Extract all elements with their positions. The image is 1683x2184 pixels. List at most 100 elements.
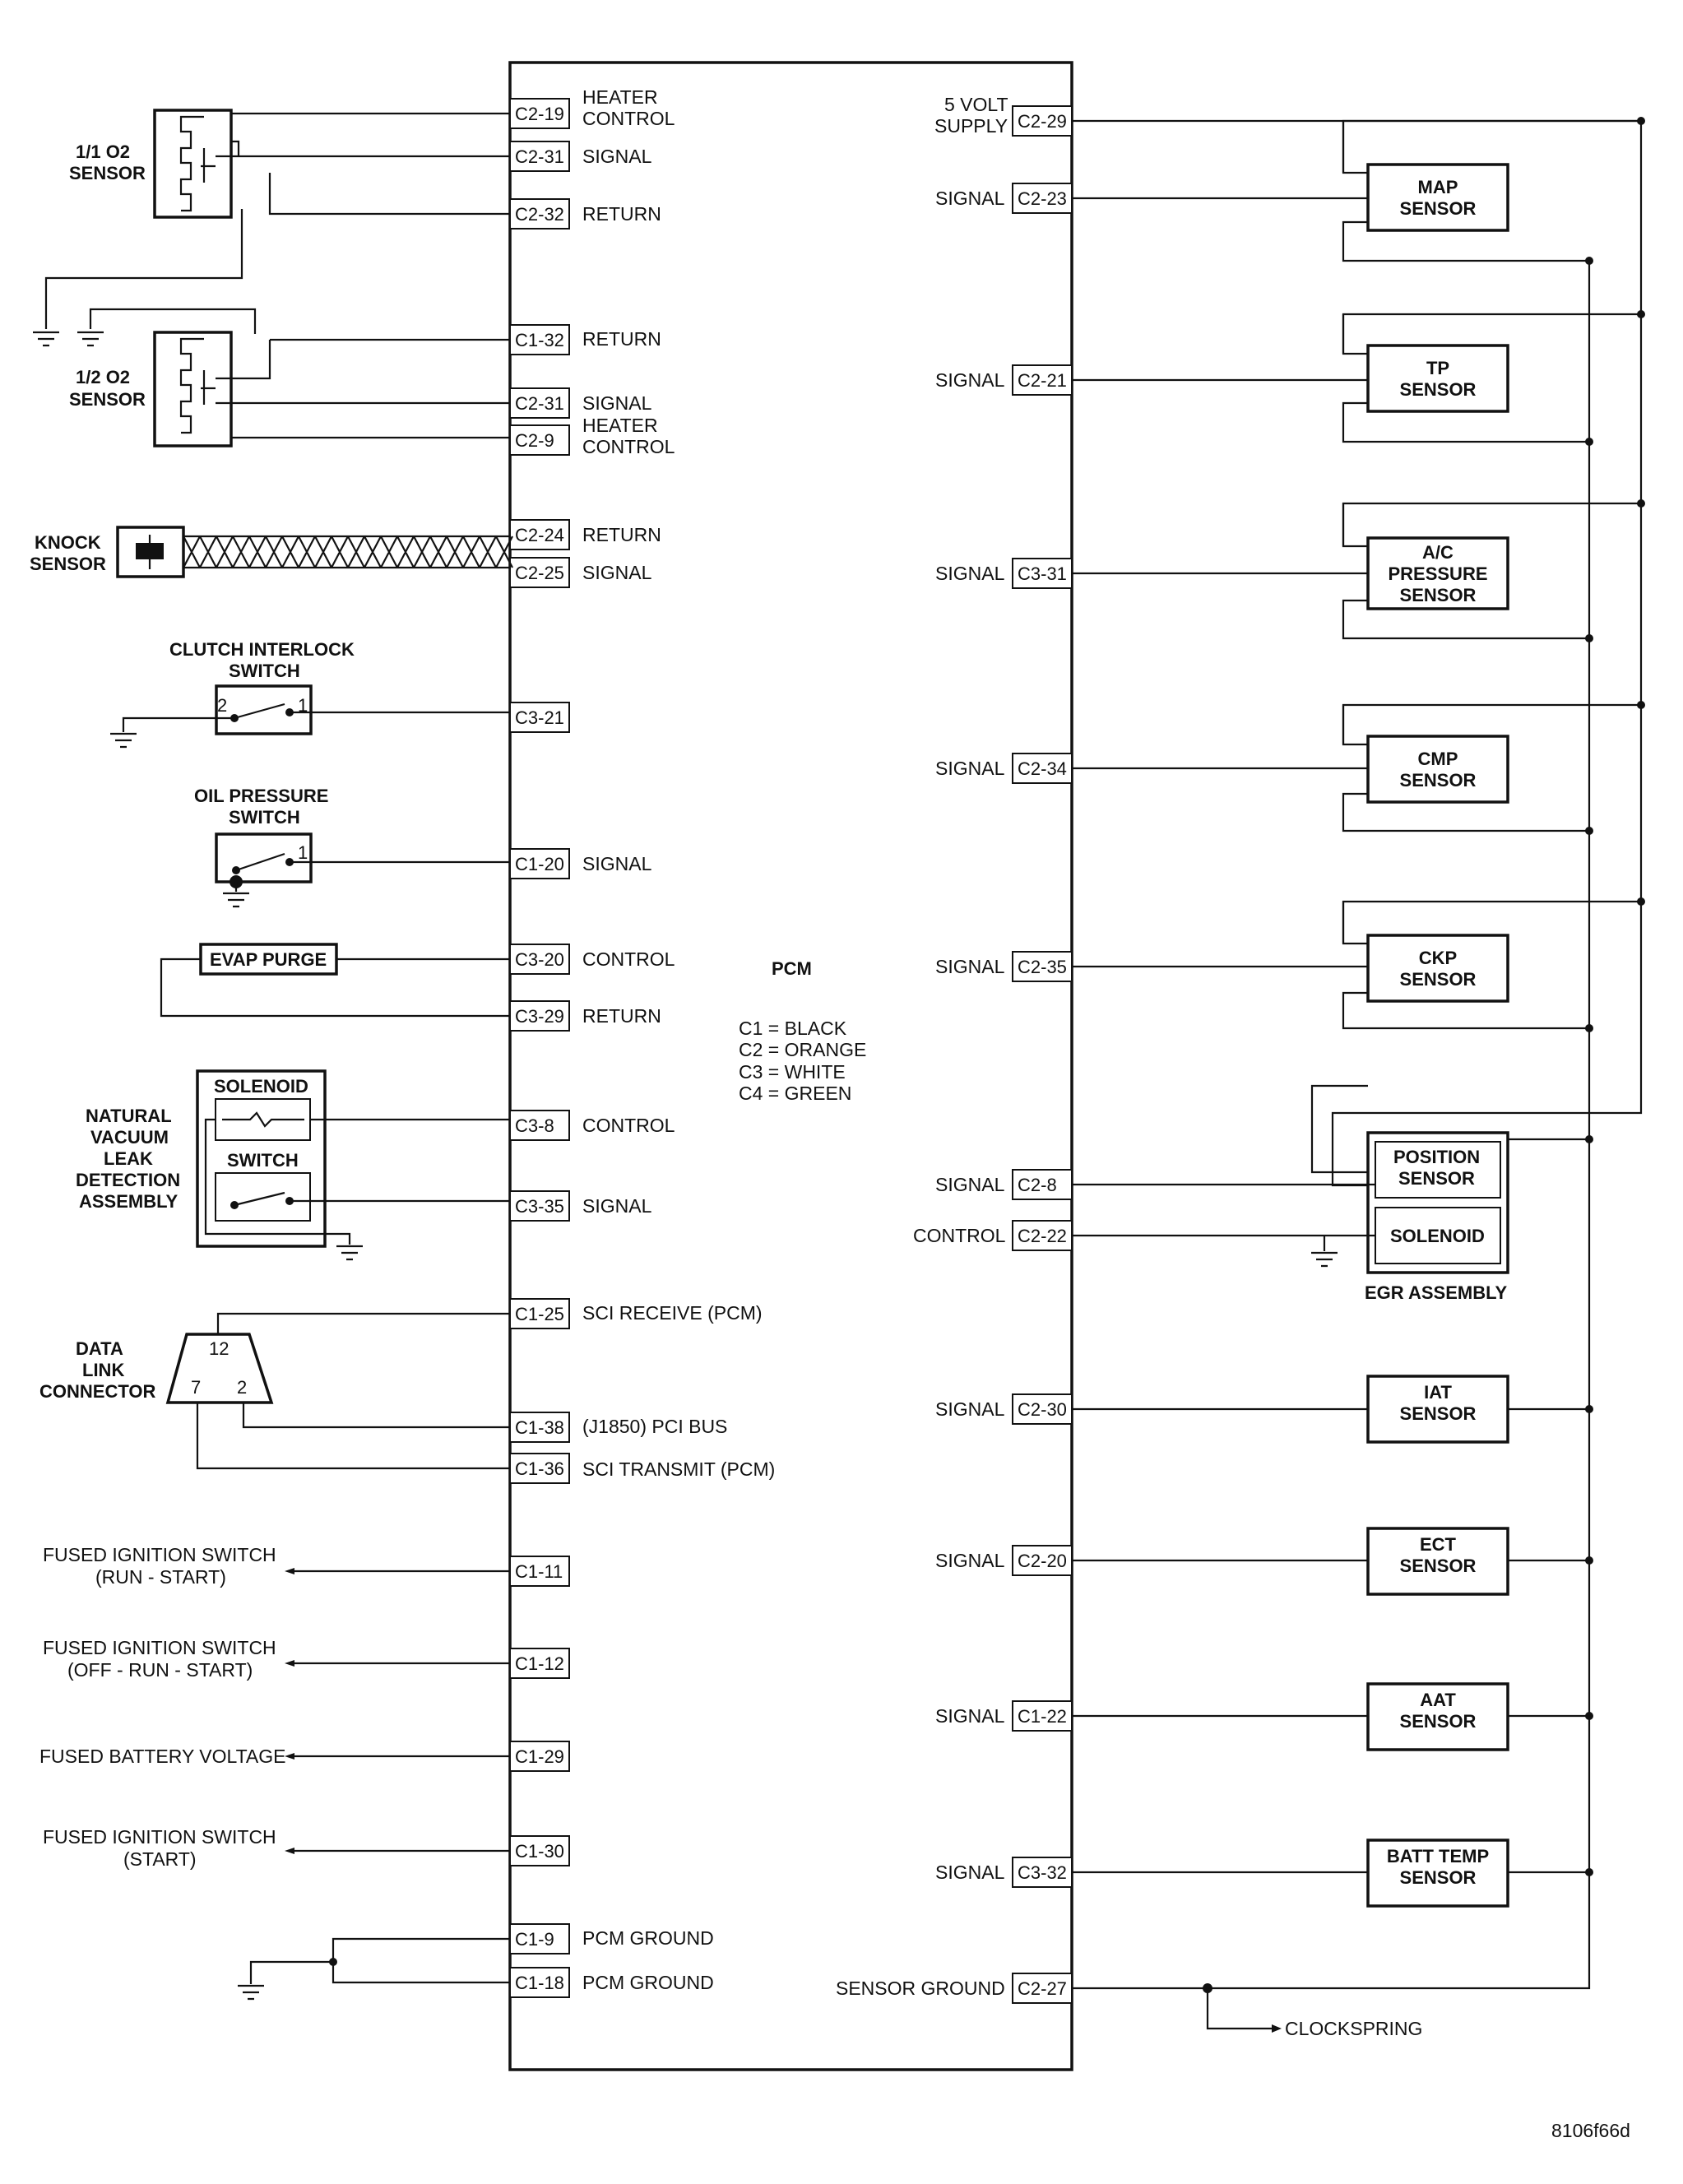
pin-box — [509, 1835, 570, 1866]
pin-label: SIGNAL — [935, 1862, 1005, 1883]
pin-label: SENSOR GROUND — [836, 1978, 1005, 1999]
dlc-label-line2: LINK — [82, 1360, 124, 1380]
pin-box — [509, 1190, 570, 1222]
pin-id: C2-8 — [1018, 1175, 1057, 1195]
pcm-ground-icon — [238, 1984, 264, 2001]
left-pin-c1-30: C1-30 — [509, 1835, 570, 1866]
pin-box — [509, 1967, 570, 1998]
tp-sensor-label: SENSOR — [1400, 379, 1477, 400]
o2-sensor-1-1-ground-icon — [33, 331, 59, 347]
pin-label: CONTROL — [582, 436, 675, 457]
clutch-interlock-switch: CLUTCH INTERLOCK SWITCH 2 1 — [110, 639, 510, 749]
pin-id: C1-38 — [515, 1417, 564, 1438]
fused-run-start-line1: FUSED IGNITION SWITCH — [43, 1544, 276, 1565]
o2-sensor-1-1-element-icon — [179, 115, 204, 212]
nvld-switch-label: SWITCH — [227, 1150, 299, 1171]
ckp-sensor-body — [1366, 934, 1509, 1003]
dlc-label-line3: CONNECTOR — [39, 1381, 155, 1402]
dlc-label-line1: DATA — [76, 1338, 123, 1359]
batt-temp-sensor-label: BATT TEMP — [1387, 1846, 1489, 1866]
pin-label: PCM GROUND — [582, 1927, 714, 1949]
pin-id: C1-12 — [515, 1653, 564, 1674]
pin-id: C2-25 — [515, 563, 564, 583]
pin-id: C2-31 — [515, 146, 564, 167]
pin-box — [509, 557, 570, 588]
pin-box — [509, 1453, 570, 1484]
pin-id: C1-9 — [515, 1929, 554, 1950]
clutch-pin-1: 1 — [298, 695, 308, 716]
o2-sensor-1-2-ground-icon — [77, 331, 104, 347]
ac-sensor-body — [1366, 536, 1509, 610]
figure-id: 8106f66d — [1551, 2120, 1630, 2141]
pin-box — [1012, 753, 1073, 784]
pin-id: C2-32 — [515, 204, 564, 225]
o2-sensor-1-2-element-icon — [179, 337, 204, 434]
cmp-sensor-body — [1366, 735, 1509, 804]
pin-box — [509, 1556, 570, 1587]
map-sensor-body — [1366, 163, 1509, 232]
knock-sensor: KNOCK SENSOR — [30, 526, 513, 578]
nvld-solenoid-coil-icon — [222, 1111, 304, 1128]
fused-off-run-start-line2: (OFF - RUN - START) — [67, 1659, 253, 1681]
knock-sensor-shield-icon — [183, 536, 513, 568]
pin-label: SIGNAL — [935, 1550, 1005, 1571]
pin-box — [1012, 183, 1073, 214]
pin-label: HEATER — [582, 86, 658, 108]
dlc-pin-2: 2 — [237, 1377, 247, 1398]
left-pin-c1-20: C1-20 SIGNAL — [509, 848, 652, 879]
o2-sensor-1-2-label-line2: SENSOR — [69, 389, 146, 410]
pin-label: SIGNAL — [935, 1174, 1005, 1195]
pin-id: C2-23 — [1018, 188, 1067, 209]
nvld-label-line2: VACUUM — [90, 1127, 169, 1148]
fused-inputs: FUSED IGNITION SWITCH (RUN - START) FUSE… — [39, 1544, 510, 1870]
pin-label: HEATER — [582, 415, 658, 436]
o2-sensor-1-1-label-line1: 1/1 O2 — [76, 141, 130, 162]
pin-box — [509, 1000, 570, 1032]
pin-id: C1-20 — [515, 854, 564, 874]
dlc-body — [165, 1333, 274, 1404]
right-pin-c2-8: C2-8 SIGNAL — [935, 1169, 1073, 1200]
pin-label: SIGNAL — [582, 853, 652, 874]
ect-sensor-label: ECT — [1420, 1534, 1457, 1555]
pin-label: SIGNAL — [582, 392, 652, 414]
pin-label: SIGNAL — [935, 1398, 1005, 1420]
oil-switch-label-line2: SWITCH — [229, 807, 300, 828]
pin-label: CONTROL — [582, 948, 675, 970]
tp-sensor-label: TP — [1426, 358, 1449, 378]
fused-start-line1: FUSED IGNITION SWITCH — [43, 1826, 276, 1848]
pcm-ground — [238, 1937, 510, 2001]
clutch-switch-label-line2: SWITCH — [229, 661, 300, 681]
pin-label: CONTROL — [582, 1115, 675, 1136]
left-pin-c1-11: C1-11 — [509, 1556, 570, 1587]
nvld-switch-box — [215, 1172, 311, 1222]
pin-label: CONTROL — [582, 108, 675, 129]
egr-assembly-label: EGR ASSEMBLY — [1365, 1282, 1508, 1303]
egr-assembly: POSITION SENSOR SOLENOID EGR ASSEMBLY — [1072, 1131, 1593, 1303]
pin-id: C2-35 — [1018, 957, 1067, 977]
pin-label: SIGNAL — [935, 563, 1005, 584]
legend-line-2: C2 = ORANGE — [739, 1039, 866, 1060]
pin-id: C1-25 — [515, 1304, 564, 1324]
batt-temp-sensor-label: SENSOR — [1400, 1867, 1477, 1888]
pin-id: C1-32 — [515, 330, 564, 350]
legend-line-4: C4 = GREEN — [739, 1083, 851, 1104]
oil-pressure-switch: OIL PRESSURE SWITCH 1 — [194, 786, 510, 908]
